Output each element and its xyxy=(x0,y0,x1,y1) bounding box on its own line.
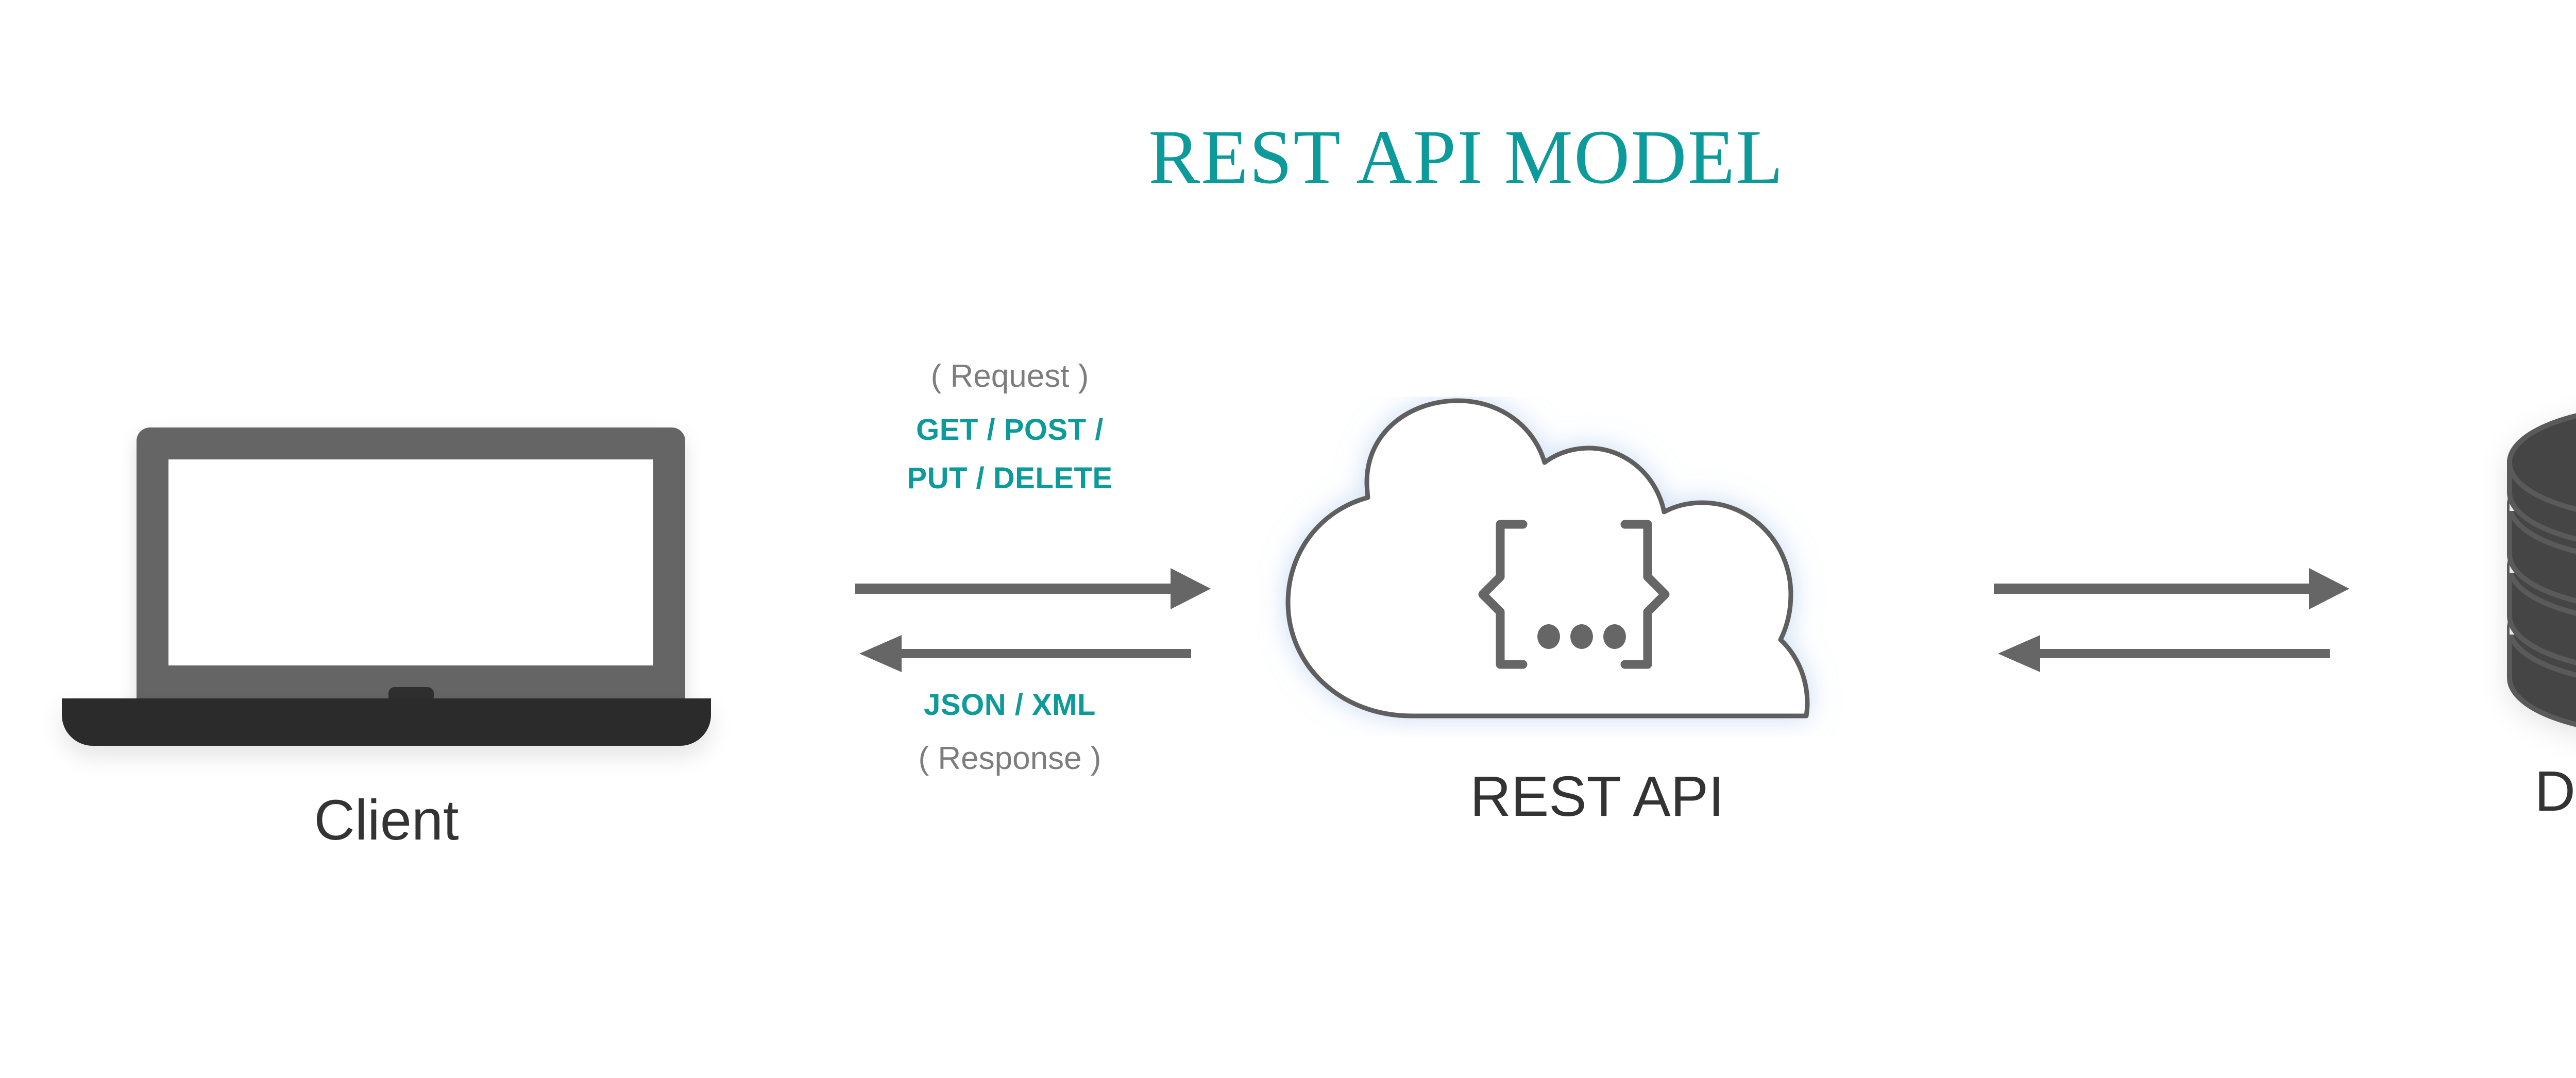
database-cylinder-icon xyxy=(2496,402,2576,737)
laptop-icon xyxy=(62,407,711,767)
db-query-arrow xyxy=(1994,568,2349,609)
response-formats: JSON / XML xyxy=(924,688,1096,722)
response-label-group: JSON / XML ( Response ) xyxy=(819,690,1200,775)
spacer xyxy=(819,392,1200,415)
database-layer-1 xyxy=(2507,413,2576,542)
node-client[interactable]: Client xyxy=(62,407,711,849)
cloud-icon xyxy=(1257,397,1937,737)
request-caption: ( Request ) xyxy=(930,358,1089,394)
db-result-arrow xyxy=(1998,635,2330,672)
spacer xyxy=(819,445,1200,464)
request-label-group: ( Request ) GET / POST / PUT / DELETE xyxy=(819,361,1200,493)
node-database[interactable]: Database xyxy=(2452,402,2576,820)
node-database-label: Database xyxy=(2534,760,2576,823)
ellipsis-dots-icon xyxy=(1537,624,1626,649)
laptop-base xyxy=(62,698,711,746)
request-methods-line-1: GET / POST / xyxy=(916,413,1104,447)
client-api-arrows xyxy=(855,559,1216,688)
api-database-arrows xyxy=(1994,559,2396,688)
left-curly-brace-icon xyxy=(1478,520,1528,669)
laptop-screen xyxy=(168,459,653,665)
response-caption: ( Response ) xyxy=(918,741,1101,776)
request-methods-line-2: PUT / DELETE xyxy=(907,461,1113,495)
page-title: REST API MODEL xyxy=(1148,114,1784,200)
node-rest-api[interactable]: REST API xyxy=(1257,397,1937,825)
cloud-outline xyxy=(1285,398,1810,718)
spacer xyxy=(819,720,1200,743)
right-curly-brace-icon xyxy=(1620,520,1670,669)
response-arrow xyxy=(859,635,1191,672)
node-rest-api-label: REST API xyxy=(1470,765,1724,828)
node-client-label: Client xyxy=(314,789,459,852)
request-arrow xyxy=(855,568,1211,609)
laptop-lid xyxy=(137,427,685,721)
